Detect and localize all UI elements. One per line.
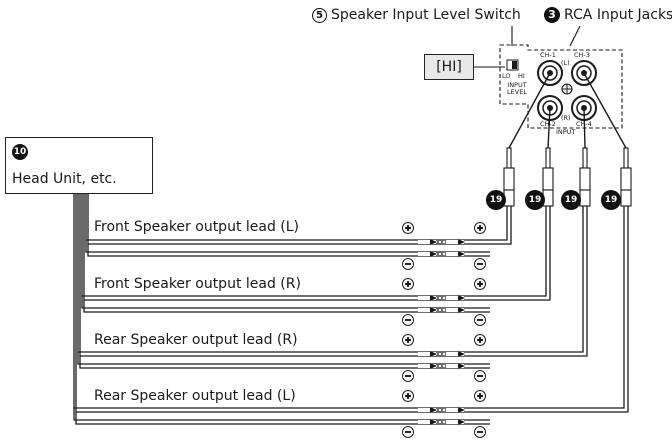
minus-icon	[474, 314, 486, 326]
arrow-icon	[458, 251, 465, 257]
arrow-icon	[430, 363, 437, 369]
lead-label-rear-r: Rear Speaker output lead (R)	[94, 332, 298, 348]
callout-number-10: 10	[12, 144, 28, 160]
minus-icon	[402, 426, 414, 438]
minus-icon	[402, 258, 414, 270]
rca-callout-leader	[569, 25, 581, 47]
wire	[75, 194, 629, 413]
arrow-icon	[430, 351, 437, 357]
rca-jacks-callout: 3 RCA Input Jacks	[544, 7, 672, 23]
head-unit-box: 10 Head Unit, etc.	[5, 137, 153, 194]
plus-icon	[474, 278, 486, 290]
wire	[81, 194, 547, 297]
jack-input-label: INPUT	[556, 128, 576, 136]
wire	[75, 412, 490, 425]
rca-plug	[542, 147, 554, 207]
arrow-icon	[458, 419, 465, 425]
arrow-icon	[430, 419, 437, 425]
arrow-icon	[458, 407, 465, 413]
wire	[77, 352, 490, 365]
head-unit-label: Head Unit, etc.	[12, 171, 117, 187]
plus-icon	[474, 222, 486, 234]
arrow-icon	[458, 351, 465, 357]
rca-plug	[579, 147, 591, 207]
wire	[79, 194, 588, 357]
jack-ch1-label: CH-1	[540, 51, 556, 59]
arrow-icon	[458, 295, 465, 301]
plus-icon	[474, 390, 486, 402]
arrow-icon	[430, 307, 437, 313]
jack-ch3-label: CH-3	[574, 51, 590, 59]
wire	[87, 244, 490, 257]
wire	[87, 194, 512, 245]
jack-ch2-label: CH-2	[540, 120, 556, 128]
callout-number-19: 19	[561, 190, 581, 210]
rca-plug	[503, 147, 515, 207]
wire	[85, 194, 508, 241]
arrow-icon	[458, 239, 465, 245]
plus-icon	[402, 390, 414, 402]
rca-jacks	[537, 60, 597, 121]
switch-lo-label: LO	[502, 72, 511, 80]
wire	[77, 194, 584, 353]
arrow-icon	[458, 363, 465, 369]
amplifier-outline	[499, 44, 623, 129]
speaker-switch-label: Speaker Input Level Switch	[331, 7, 521, 23]
speaker-switch-callout: 5 Speaker Input Level Switch	[312, 7, 521, 23]
callout-number-5: 5	[312, 7, 327, 23]
wire	[83, 300, 490, 313]
lead-label-rear-l: Rear Speaker output lead (L)	[94, 388, 296, 404]
minus-icon	[402, 314, 414, 326]
arrow-icon	[430, 295, 437, 301]
arrow-icon	[430, 239, 437, 245]
plus-icon	[402, 334, 414, 346]
minus-icon	[474, 426, 486, 438]
callout-number-19: 19	[525, 190, 545, 210]
jack-right-label: (R)	[561, 114, 571, 122]
callout-number-3: 3	[544, 7, 560, 23]
callout-number-19: 19	[601, 190, 621, 210]
jack-left-label: (L)	[561, 59, 570, 67]
rca-plug	[620, 147, 632, 207]
wire	[73, 194, 625, 409]
wire	[79, 356, 490, 369]
minus-icon	[402, 370, 414, 382]
minus-icon	[474, 370, 486, 382]
wire	[85, 240, 490, 253]
wire	[83, 194, 551, 301]
callout-number-19: 19	[486, 190, 506, 210]
switch-input-level-label: INPUT LEVEL	[507, 81, 527, 96]
arrow-icon	[430, 251, 437, 257]
plus-icon	[402, 278, 414, 290]
switch-setting-box: [HI]	[424, 54, 474, 80]
wire	[81, 296, 490, 309]
arrow-icon	[458, 307, 465, 313]
plus-icon	[474, 334, 486, 346]
arrow-icon	[430, 407, 437, 413]
wire	[73, 408, 490, 421]
plus-icon	[402, 222, 414, 234]
rca-jacks-label: RCA Input Jacks	[564, 7, 672, 23]
switch-hi-label: HI	[518, 72, 525, 80]
minus-icon	[474, 258, 486, 270]
lead-label-front-l: Front Speaker output lead (L)	[94, 219, 300, 235]
lead-label-front-r: Front Speaker output lead (R)	[94, 276, 301, 292]
jack-ch4-label: CH-4	[576, 120, 592, 128]
